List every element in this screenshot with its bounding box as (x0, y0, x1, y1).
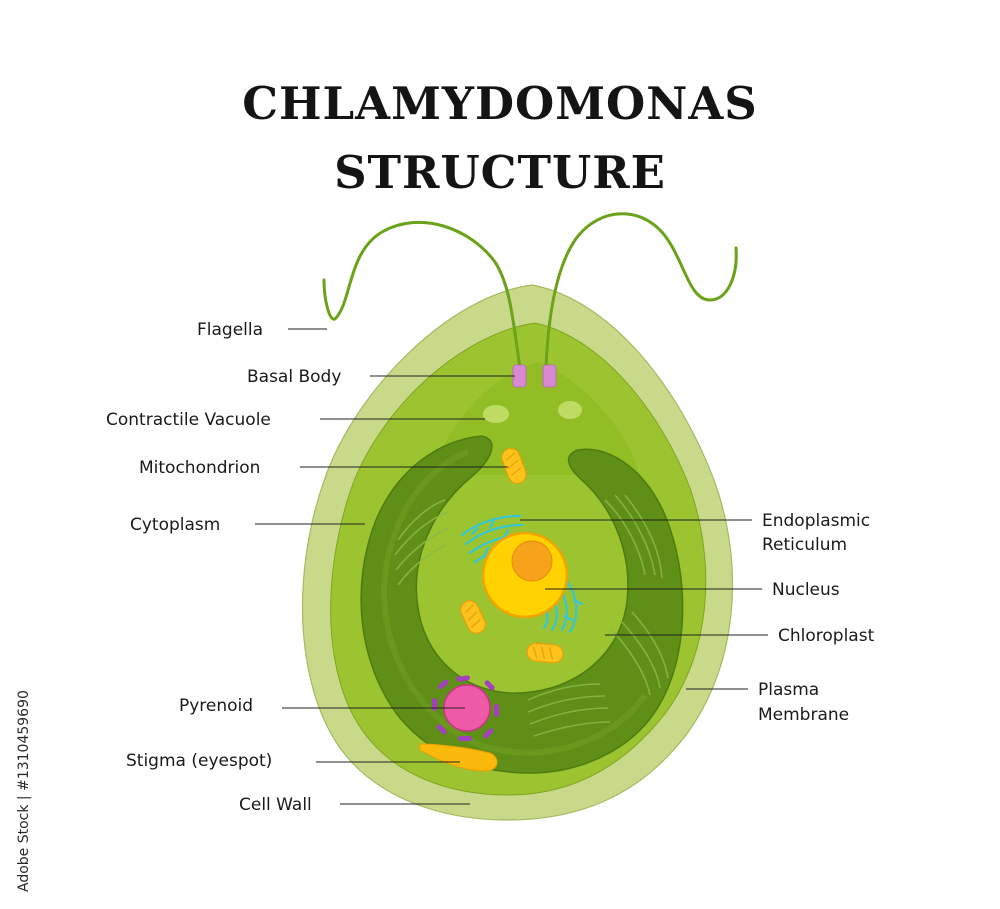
contractile-vacuole-left (483, 405, 509, 423)
label-pyrenoid: Pyrenoid (179, 696, 253, 716)
label-plasma-membrane-line-2: Membrane (758, 705, 849, 725)
title-line-1: CHLAMYDOMONAS (242, 77, 758, 130)
stock-credit: Adobe Stock | #1310459690 (16, 690, 32, 892)
label-flagella: Flagella (197, 320, 263, 340)
label-er-line-2: Reticulum (762, 535, 847, 555)
flagellum-left (322, 220, 522, 370)
label-nucleus: Nucleus (772, 580, 840, 600)
stigma (419, 743, 498, 772)
endoplasmic-reticulum (460, 514, 584, 634)
label-mitochondrion: Mitochondrion (139, 458, 260, 478)
label-cytoplasm: Cytoplasm (130, 515, 220, 535)
thylakoid-streaks (394, 494, 669, 737)
contractile-vacuole-right (558, 401, 582, 419)
label-plasma-membrane-line-1: Plasma (758, 680, 819, 700)
label-chloroplast: Chloroplast (778, 626, 875, 646)
label-er-line-1: Endoplasmic (762, 511, 870, 531)
leader-lines (255, 328, 768, 805)
label-contractile-vacuole: Contractile Vacuole (106, 410, 271, 430)
label-stigma: Stigma (eyespot) (126, 751, 272, 771)
flagellum-right (544, 212, 738, 370)
nucleolus (511, 540, 553, 582)
mitochondria (460, 447, 564, 664)
label-cell-wall: Cell Wall (239, 795, 312, 815)
title-line-2: STRUCTURE (334, 146, 666, 199)
label-basal-body: Basal Body (247, 367, 341, 387)
chloroplast-band (380, 449, 648, 756)
basal-body-right (542, 364, 557, 388)
